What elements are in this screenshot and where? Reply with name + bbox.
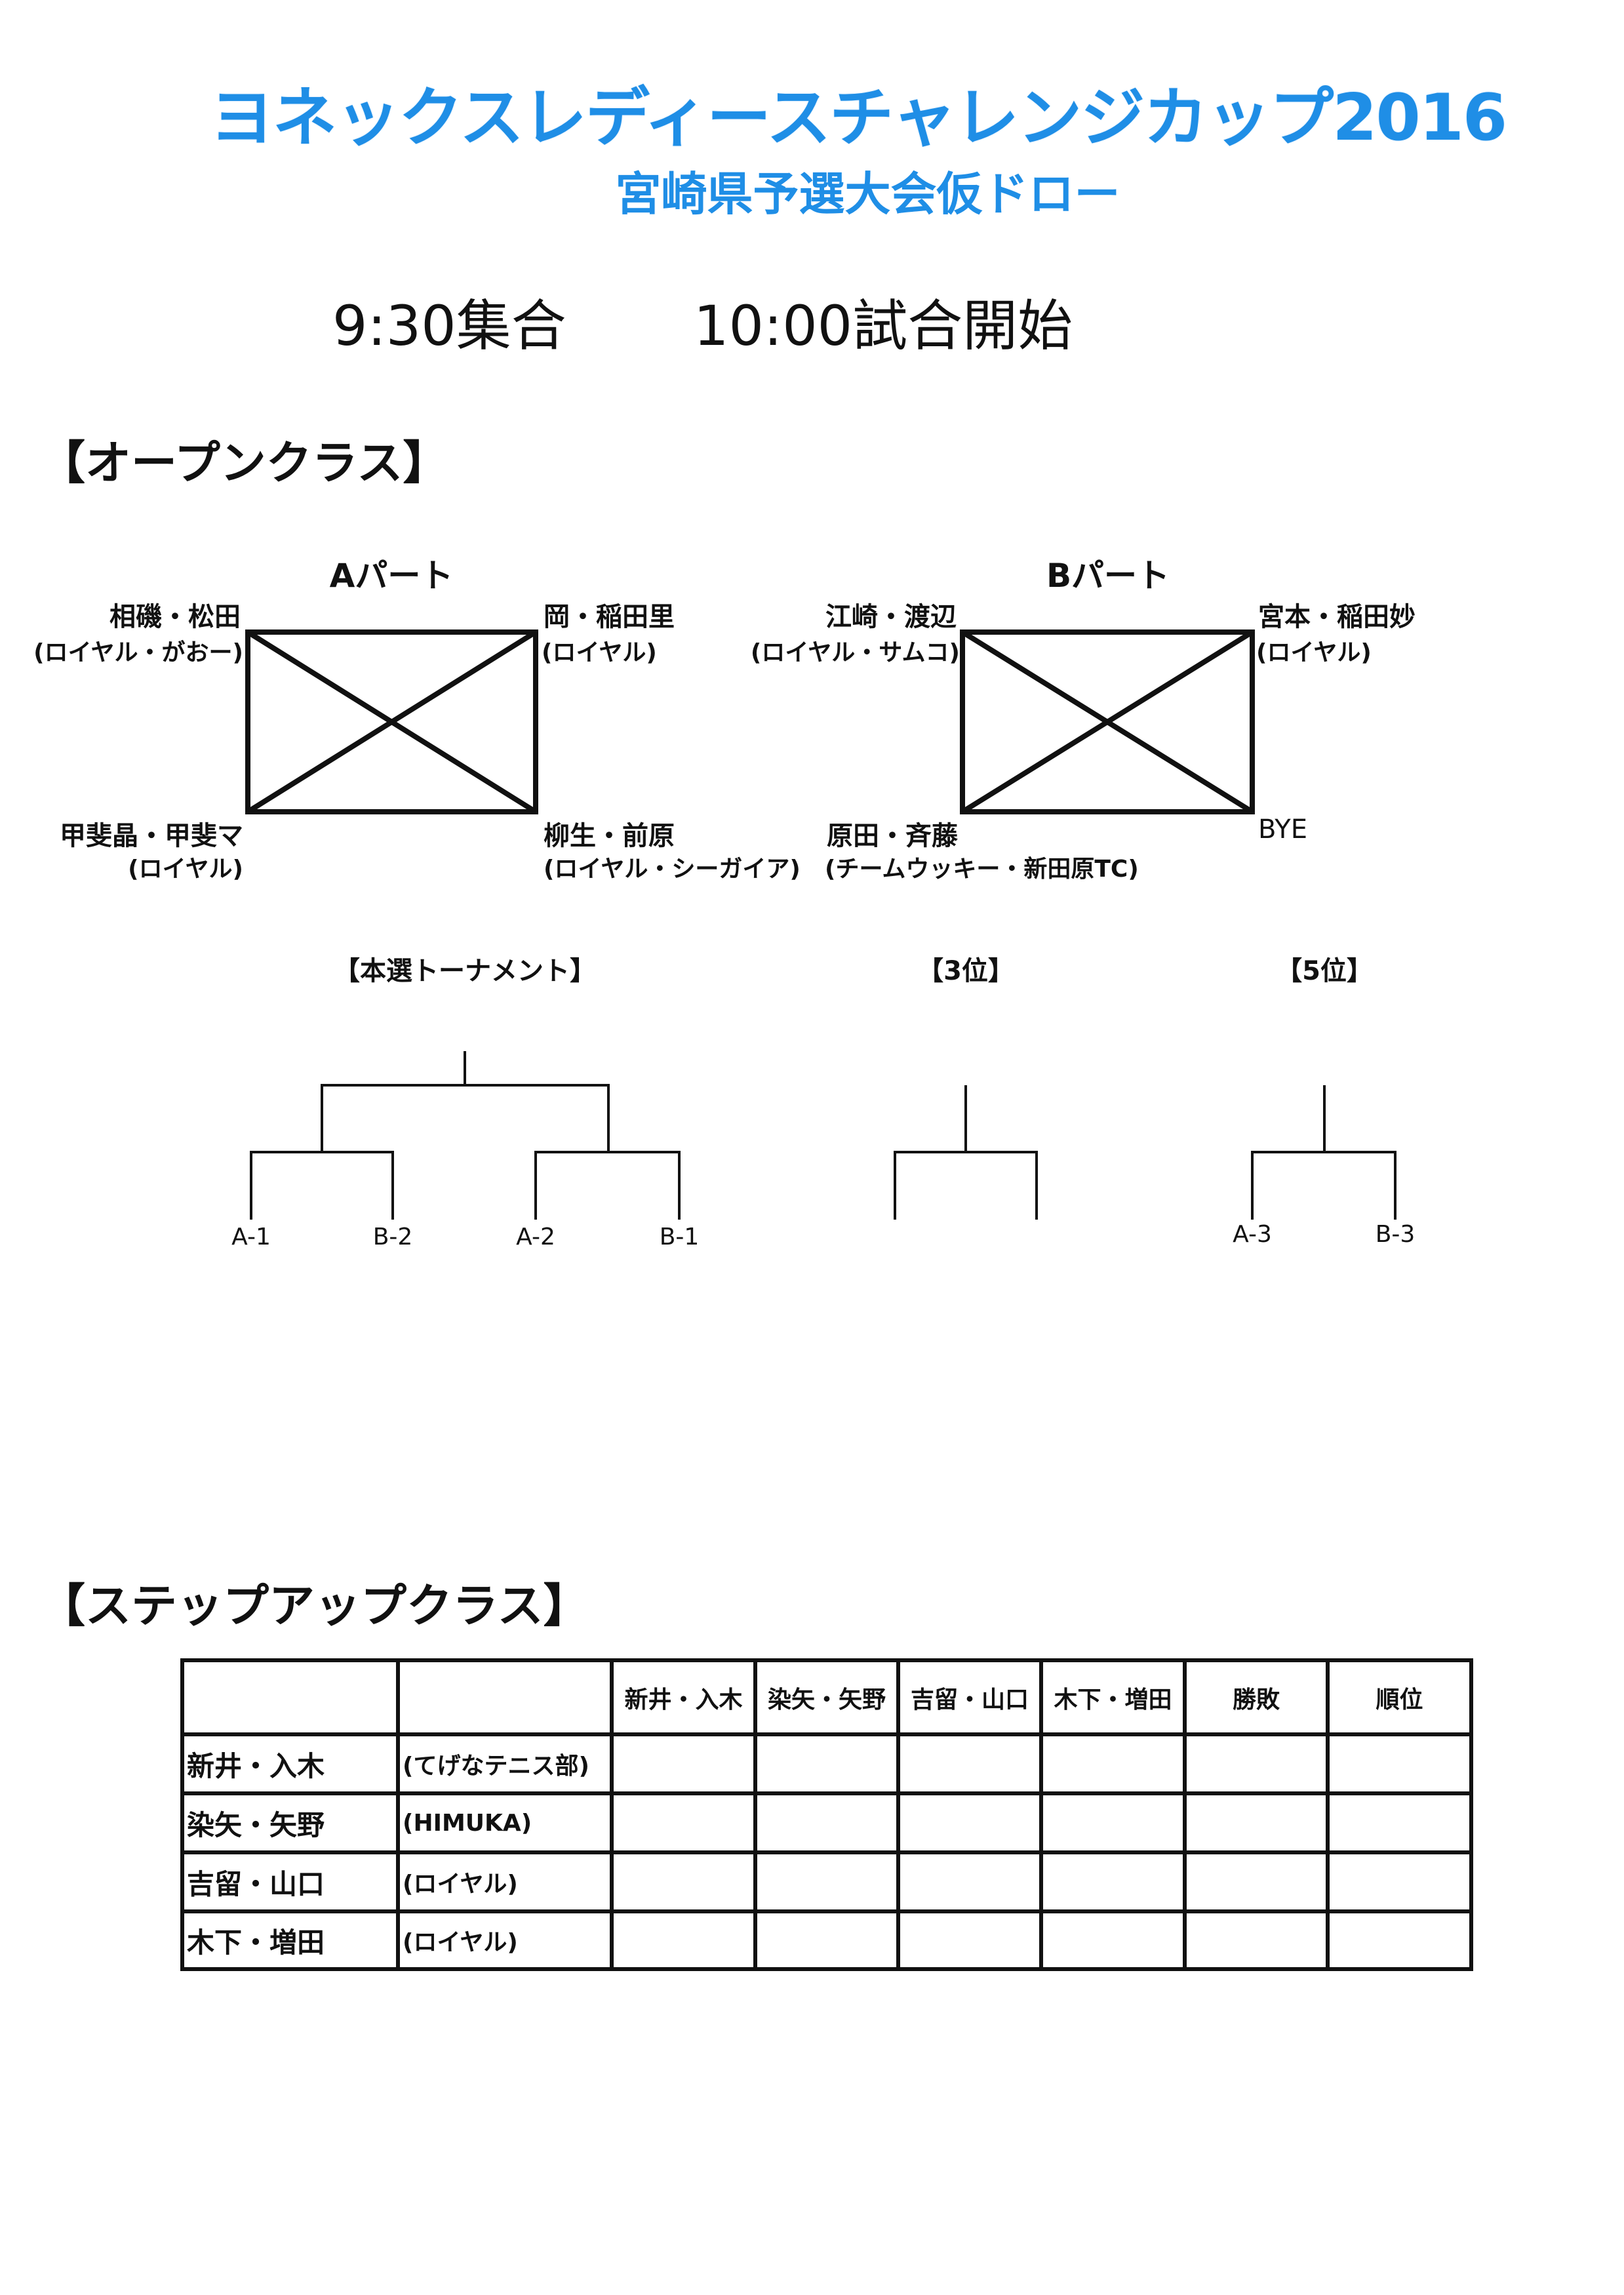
fifth-place-heading: 【5位】 xyxy=(1276,956,1373,986)
team-a-top-left: 相磯・松田 xyxy=(109,602,241,632)
event-subtitle: 宮崎県予選大会仮ドロー xyxy=(615,167,1120,221)
header-cell: 新井・入木 xyxy=(610,1658,757,1736)
header-cell: 順位 xyxy=(1326,1658,1473,1736)
table-row: 染矢・矢野 (HIMUKA) xyxy=(180,1791,1473,1854)
win-loss-cell xyxy=(1183,1850,1330,1913)
club-a-bottom-left: (ロイヤル) xyxy=(128,856,243,883)
rank-cell xyxy=(1326,1791,1473,1854)
result-cell xyxy=(1039,1732,1187,1795)
header-cell: 吉留・山口 xyxy=(896,1658,1043,1736)
club-b-top-left: (ロイヤル・サムコ) xyxy=(750,639,960,666)
open-class-heading: 【オープンクラス】 xyxy=(39,436,449,490)
table-row: 吉留・山口 (ロイヤル) xyxy=(180,1850,1473,1913)
team-b-bottom-left: 原田・斉藤 xyxy=(827,821,958,851)
slot-label: B-2 xyxy=(372,1224,413,1250)
team-a-top-right: 岡・稲田里 xyxy=(544,602,675,632)
result-cell xyxy=(896,1732,1043,1795)
slot-label: A-2 xyxy=(516,1224,555,1250)
third-place-bracket xyxy=(894,1085,1038,1220)
result-cell xyxy=(1039,1909,1187,1971)
header-cell: 染矢・矢野 xyxy=(753,1658,900,1736)
part-b-box xyxy=(960,629,1255,814)
club-a-bottom-right: (ロイヤル・シーガイア) xyxy=(544,856,801,883)
header-cell: 木下・増田 xyxy=(1039,1658,1187,1736)
result-cell xyxy=(896,1909,1043,1971)
table-row: 木下・増田 (ロイヤル) xyxy=(180,1909,1473,1971)
stepup-class-heading: 【ステップアップクラス】 xyxy=(39,1579,589,1633)
rank-cell xyxy=(1326,1850,1473,1913)
club-cell: (ロイヤル) xyxy=(396,1850,614,1913)
fifth-place-bracket xyxy=(1251,1085,1396,1220)
header-cell xyxy=(396,1658,614,1736)
result-cell xyxy=(610,1850,757,1913)
header-cell: 勝敗 xyxy=(1183,1658,1330,1736)
pair-cell: 木下・増田 xyxy=(180,1909,400,1971)
part-b-label: Bパート xyxy=(1046,557,1170,595)
table-row: 新井・入木 (てげなテニス部) xyxy=(180,1732,1473,1795)
win-loss-cell xyxy=(1183,1791,1330,1854)
result-cell xyxy=(1039,1791,1187,1854)
header-cell xyxy=(180,1658,400,1736)
rank-cell xyxy=(1326,1732,1473,1795)
result-cell xyxy=(610,1732,757,1795)
team-a-bottom-right: 柳生・前原 xyxy=(544,821,675,851)
result-cell xyxy=(896,1850,1043,1913)
club-cell: (HIMUKA) xyxy=(396,1791,614,1854)
win-loss-cell xyxy=(1183,1909,1330,1971)
result-cell xyxy=(753,1850,900,1913)
result-cell xyxy=(753,1732,900,1795)
result-cell xyxy=(753,1909,900,1971)
team-b-top-left: 江崎・渡辺 xyxy=(825,602,957,632)
club-a-top-left: (ロイヤル・がおー) xyxy=(33,639,243,666)
pair-cell: 染矢・矢野 xyxy=(180,1791,400,1854)
club-b-bottom-left: (チームウッキー・新田原TC) xyxy=(825,856,1139,883)
result-cell xyxy=(896,1791,1043,1854)
club-cell: (ロイヤル) xyxy=(396,1909,614,1971)
result-cell xyxy=(610,1791,757,1854)
rank-cell xyxy=(1326,1909,1473,1971)
slot-label: B-1 xyxy=(659,1224,700,1250)
round-robin-table: 新井・入木 染矢・矢野 吉留・山口 木下・増田 勝敗 順位 新井・入木 (てげな… xyxy=(180,1658,1473,1971)
main-tournament-heading: 【本選トーナメント】 xyxy=(334,956,596,986)
result-cell xyxy=(610,1909,757,1971)
main-bracket xyxy=(250,1051,681,1220)
slot-label: A-1 xyxy=(231,1224,271,1250)
assembly-time: 9:30集合 xyxy=(332,294,566,358)
third-place-heading: 【3位】 xyxy=(917,956,1014,986)
start-time: 10:00試合開始 xyxy=(694,294,1073,358)
team-b-bottom-right-bye: BYE xyxy=(1258,814,1307,845)
table-header-row: 新井・入木 染矢・矢野 吉留・山口 木下・増田 勝敗 順位 xyxy=(180,1658,1473,1736)
pair-cell: 吉留・山口 xyxy=(180,1850,400,1913)
result-cell xyxy=(1039,1850,1187,1913)
part-a-box xyxy=(245,629,538,814)
club-cell: (てげなテニス部) xyxy=(396,1732,614,1795)
team-a-bottom-left: 甲斐晶・甲斐マ xyxy=(60,821,243,851)
part-a-label: Aパート xyxy=(329,557,454,595)
club-b-top-right: (ロイヤル) xyxy=(1256,639,1372,666)
result-cell xyxy=(753,1791,900,1854)
win-loss-cell xyxy=(1183,1732,1330,1795)
event-title: ヨネックスレディースチャレンジカップ2016 xyxy=(209,81,1507,155)
club-a-top-right: (ロイヤル) xyxy=(542,639,657,666)
slot-label: B-3 xyxy=(1375,1221,1416,1248)
slot-label: A-3 xyxy=(1233,1221,1272,1248)
pair-cell: 新井・入木 xyxy=(180,1732,400,1795)
team-b-top-right: 宮本・稲田妙 xyxy=(1258,602,1416,632)
